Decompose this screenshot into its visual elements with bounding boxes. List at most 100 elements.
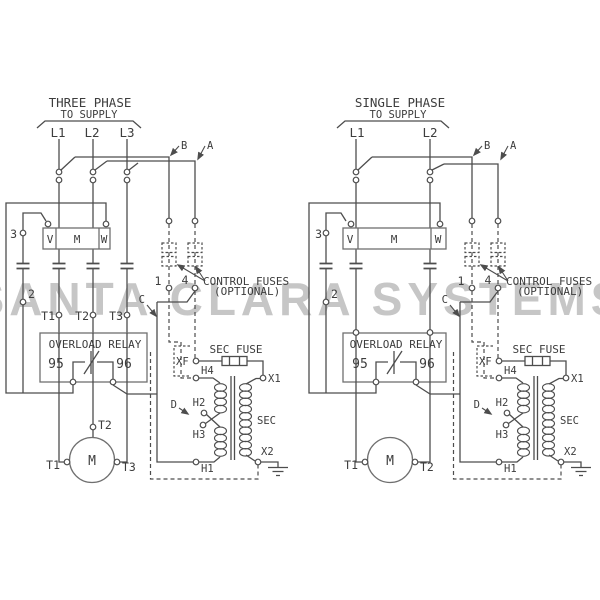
ground-icon bbox=[571, 466, 591, 477]
arrow-a bbox=[197, 145, 206, 161]
transformer: SEC FUSE XF X1 H4 bbox=[171, 343, 288, 477]
label-l3: L3 bbox=[119, 125, 134, 140]
label-wire-4: 4 bbox=[485, 273, 492, 287]
watermark-text: SANTA CLARA SYSTEMS bbox=[0, 273, 600, 325]
label-t3: T3 bbox=[109, 309, 123, 323]
label-h3: H3 bbox=[193, 429, 206, 441]
power-wires bbox=[58, 183, 128, 263]
label-l2: L2 bbox=[84, 125, 99, 140]
nc-contact-slash bbox=[386, 350, 403, 375]
label-h4: H4 bbox=[504, 365, 517, 377]
label-h1: H1 bbox=[201, 463, 214, 475]
control-fuses-note1: CONTROL FUSES bbox=[506, 275, 592, 288]
transformer-core bbox=[533, 376, 539, 460]
motor-label: M bbox=[88, 454, 96, 469]
supply-title: THREE PHASE TO SUPPLY L1 L2 L3 bbox=[36, 95, 142, 140]
control-fuses: CONTROL FUSES (OPTIONAL) bbox=[464, 217, 592, 298]
tap-wires: B A bbox=[75, 140, 214, 218]
transformer-core bbox=[230, 376, 236, 460]
fuse-symbol bbox=[464, 242, 480, 254]
label-l1: L1 bbox=[50, 125, 65, 140]
motor-lead-t2: T2 bbox=[420, 460, 434, 474]
motor: M T1 T2 bbox=[344, 382, 434, 484]
arrow-b bbox=[472, 145, 483, 157]
label-x2: X2 bbox=[564, 446, 577, 458]
t-terminals: T1 T2 T3 bbox=[41, 269, 131, 333]
control-junction: 1 4 C bbox=[139, 273, 199, 463]
dashed-optional-wiring bbox=[149, 291, 259, 480]
control-fuses: CONTROL FUSES (OPTIONAL) bbox=[161, 217, 289, 298]
label-95: 95 bbox=[48, 357, 64, 372]
title-bracket bbox=[36, 120, 142, 129]
arrow-a bbox=[500, 145, 509, 161]
label-wire-3: 3 bbox=[315, 227, 322, 241]
label-sec: SEC bbox=[560, 415, 579, 427]
label-sec: SEC bbox=[257, 415, 276, 427]
title-bracket bbox=[336, 120, 450, 129]
title-line1: THREE PHASE bbox=[49, 95, 132, 110]
fuse-symbol bbox=[490, 242, 506, 254]
sec-fuse-label: SEC FUSE bbox=[513, 343, 566, 356]
overload-relay: OVERLOAD RELAY 95 96 bbox=[342, 269, 460, 395]
ground-wire bbox=[564, 461, 582, 468]
label-h2: H2 bbox=[496, 397, 509, 409]
coil-label-v: V bbox=[47, 233, 54, 246]
control-fuses-note2: (OPTIONAL) bbox=[517, 285, 583, 298]
label-x1: X1 bbox=[268, 373, 281, 385]
contactor-coil-box: V M W 3 bbox=[5, 202, 111, 394]
label-wire-1: 1 bbox=[155, 274, 162, 288]
single-phase-diagram: SINGLE PHASE TO SUPPLY L1 L2 B A bbox=[308, 95, 592, 484]
label-96: 96 bbox=[116, 357, 132, 372]
label-tap-d: D bbox=[171, 399, 177, 411]
overload-relay-title: OVERLOAD RELAY bbox=[350, 338, 443, 351]
label-h2: H2 bbox=[193, 397, 206, 409]
label-xf: XF bbox=[479, 356, 492, 368]
wire-c bbox=[156, 302, 193, 463]
label-t2: T2 bbox=[75, 309, 89, 323]
control-fuses-note1: CONTROL FUSES bbox=[203, 275, 289, 288]
arrow-d bbox=[481, 407, 493, 415]
motor-lead-t1: T1 bbox=[46, 458, 60, 472]
label-wire-2: 2 bbox=[331, 287, 338, 301]
wire-c bbox=[459, 302, 497, 463]
main-contacts: 2 bbox=[16, 236, 134, 393]
label-96: 96 bbox=[419, 357, 435, 372]
label-wire-4: 4 bbox=[182, 273, 189, 287]
main-contacts: 2 bbox=[319, 236, 437, 393]
label-x2: X2 bbox=[261, 446, 274, 458]
label-wire-3: 3 bbox=[10, 227, 17, 241]
label-95: 95 bbox=[352, 357, 368, 372]
arrow-d bbox=[178, 407, 190, 415]
label-wire-2: 2 bbox=[28, 287, 35, 301]
disconnect-switch bbox=[352, 139, 445, 184]
label-wire-c: C bbox=[139, 294, 145, 306]
motor-lead-t1: T1 bbox=[344, 458, 358, 472]
label-h3: H3 bbox=[496, 429, 509, 441]
transformer: SEC FUSE XF X1 H4 bbox=[474, 343, 591, 477]
label-xf: XF bbox=[176, 356, 189, 368]
motor-lead-t2: T2 bbox=[98, 418, 112, 432]
three-phase-diagram: THREE PHASE TO SUPPLY L1 L2 L3 B bbox=[5, 95, 289, 484]
arrow-c bbox=[449, 304, 461, 318]
label-wire-a: A bbox=[510, 140, 517, 152]
coil-label-v: V bbox=[347, 233, 354, 246]
dashed-optional-wiring bbox=[452, 291, 562, 480]
arrow-c bbox=[146, 304, 158, 318]
power-wires bbox=[355, 183, 431, 263]
label-h4: H4 bbox=[201, 365, 214, 377]
coil-label-w: W bbox=[101, 233, 108, 246]
label-wire-b: B bbox=[181, 140, 187, 152]
label-h1: H1 bbox=[504, 463, 517, 475]
coil-label-w: W bbox=[435, 233, 442, 246]
overload-relay-title: OVERLOAD RELAY bbox=[49, 338, 142, 351]
sec-fuse-label: SEC FUSE bbox=[210, 343, 263, 356]
arrow-b bbox=[169, 145, 180, 157]
label-t1: T1 bbox=[41, 309, 55, 323]
xf-bracket bbox=[173, 345, 190, 377]
sec-fuse-symbol bbox=[524, 355, 551, 367]
fuse-symbol bbox=[161, 242, 177, 254]
coil-label-m: M bbox=[74, 233, 81, 246]
title-line1: SINGLE PHASE bbox=[355, 95, 445, 110]
disconnect-switch bbox=[55, 139, 139, 184]
